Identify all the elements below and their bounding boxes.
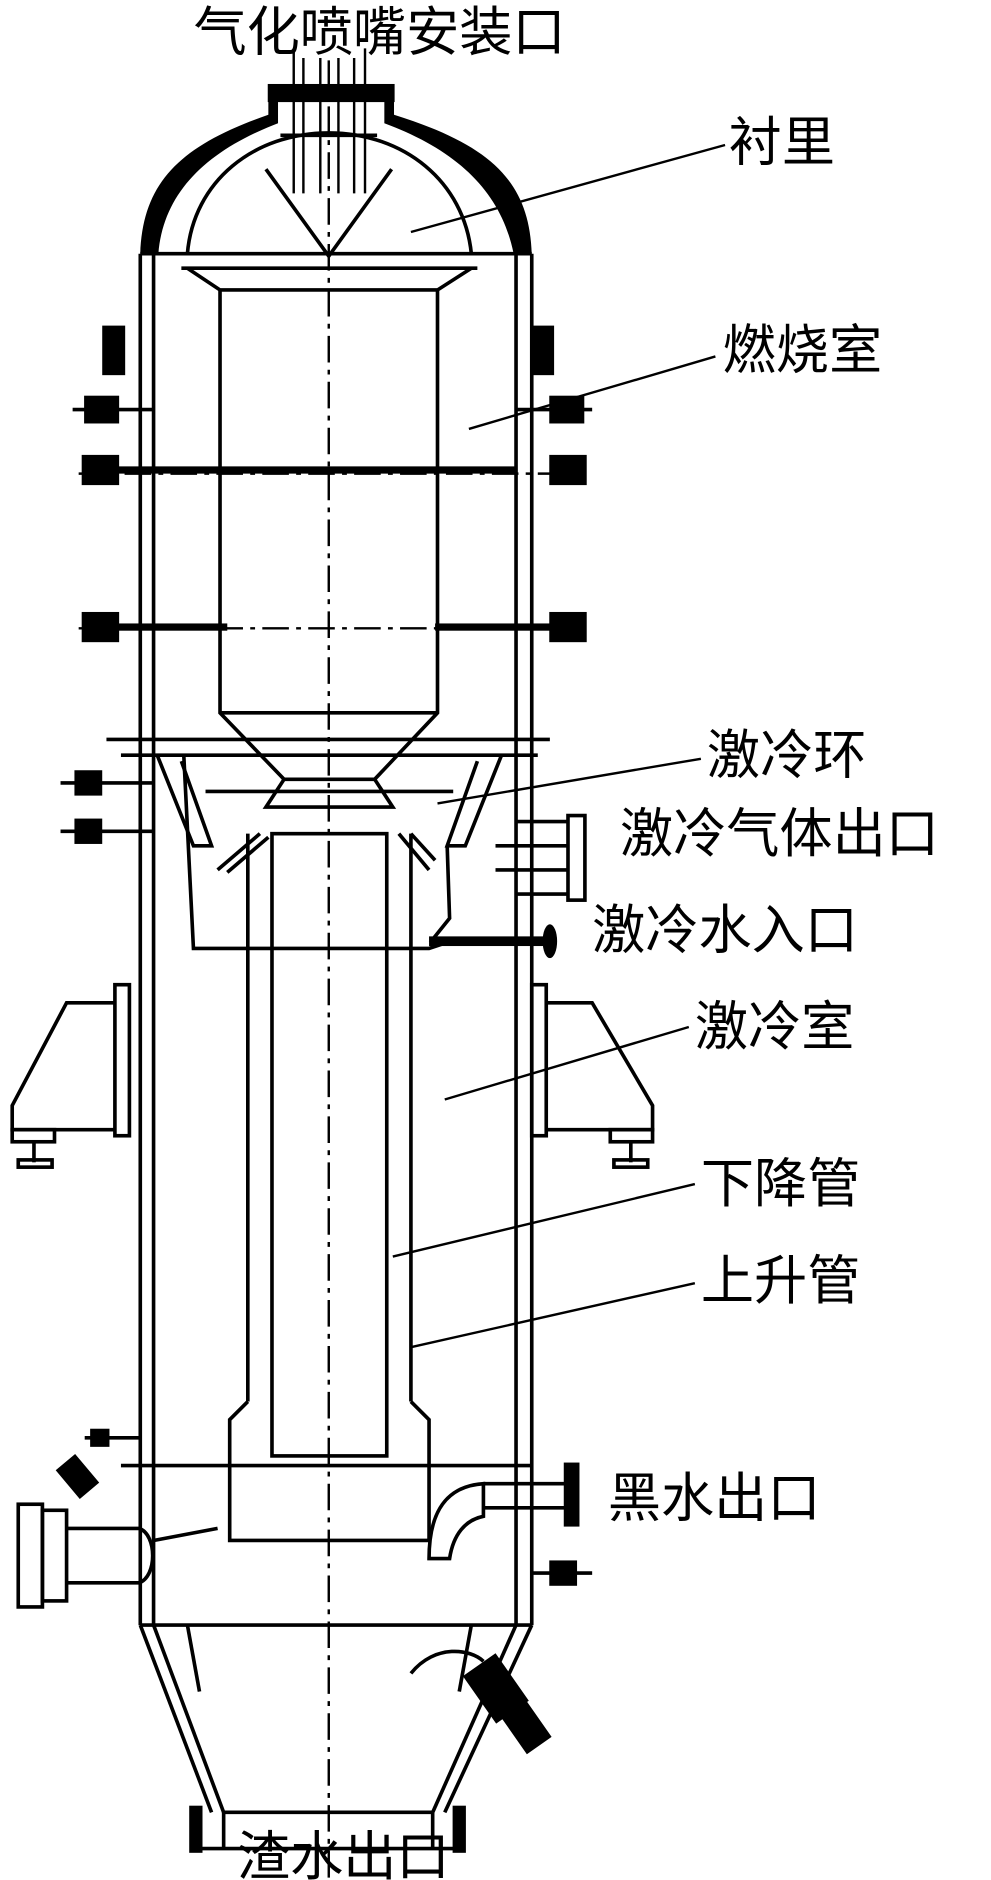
outer-dome — [140, 99, 532, 254]
label-quench-water-inlet: 激冷水入口 — [592, 899, 858, 961]
black-water-outlet — [427, 1462, 580, 1561]
label-lining: 衬里 — [729, 112, 835, 174]
label-quench-ring: 激冷环 — [707, 724, 866, 786]
label-slag-water-outlet: 渣水出口 — [237, 1826, 450, 1880]
nozzle-port — [267, 48, 395, 194]
leader-lines — [392, 143, 726, 1349]
label-downcomer: 下降管 — [701, 1153, 860, 1215]
combustion-chamber — [218, 289, 440, 782]
lining-dome — [185, 131, 474, 254]
label-riser: 上升管 — [701, 1250, 860, 1312]
downcomer — [270, 831, 389, 1458]
label-quench-gas-outlet: 激冷气体出口 — [620, 803, 939, 865]
riser — [120, 833, 532, 1543]
bottom-cone — [138, 1623, 552, 1814]
label-black-water-outlet: 黑水出口 — [608, 1467, 821, 1529]
quench-gas-outlet — [495, 813, 587, 902]
side-nozzles — [60, 325, 593, 1586]
slag-water-outlet — [189, 1805, 466, 1853]
label-combustion-chamber: 燃烧室 — [723, 320, 882, 382]
support-brackets — [10, 982, 655, 1169]
left-manway — [16, 1453, 218, 1609]
label-quench-chamber: 激冷室 — [695, 996, 854, 1058]
quench-water-inlet — [429, 924, 558, 959]
label-nozzle-port: 气化喷嘴安装口 — [193, 2, 565, 64]
